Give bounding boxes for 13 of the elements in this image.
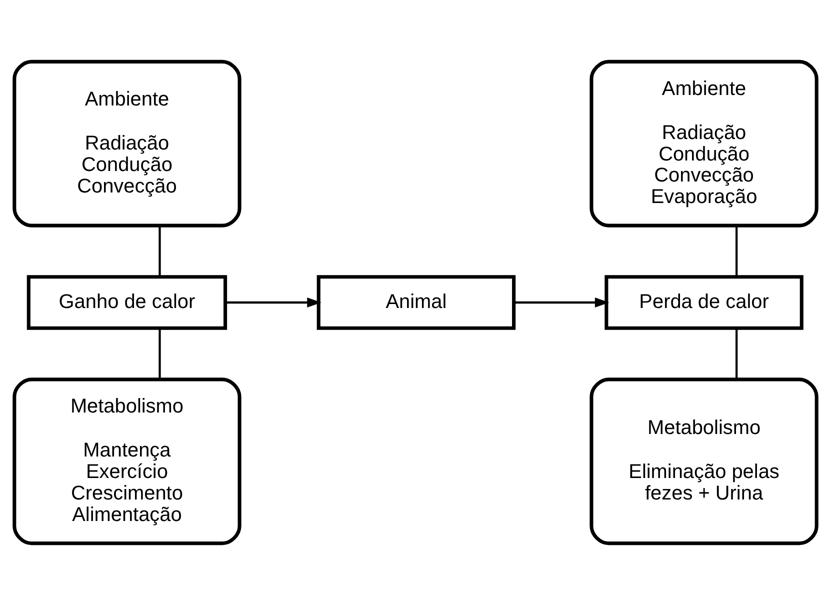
node-box: Ambiente Radiação Condução Convecção Evaporação <box>590 60 818 228</box>
arrow <box>225 298 322 308</box>
connector <box>736 328 738 380</box>
connector <box>736 226 738 277</box>
arrow <box>514 298 610 308</box>
connector <box>158 328 161 380</box>
node-box: Perda de calor <box>604 275 804 330</box>
connector <box>158 226 161 277</box>
node-box: Metabolismo Mantença Exercício Crescimento Alimentação <box>12 378 242 546</box>
node-box: Ganho de calor <box>26 275 228 330</box>
node-box: Metabolismo Eliminação pelas fezes + Urina <box>590 378 818 546</box>
node-box: Animal <box>316 275 516 330</box>
node-box: Ambiente Radiação Condução Convecção <box>12 60 242 228</box>
